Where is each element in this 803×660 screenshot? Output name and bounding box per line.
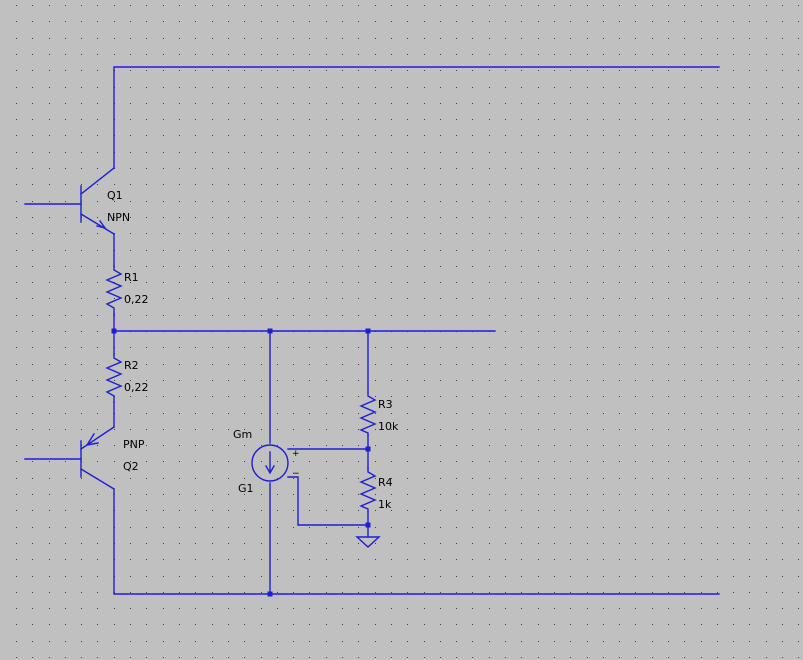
r3-zigzag	[359, 391, 377, 437]
g1-value-label: Gm	[233, 428, 252, 441]
junction-g1-top	[267, 328, 273, 334]
g1-plus-label: +	[292, 449, 300, 459]
junction-r3-top	[365, 328, 371, 334]
junction-g1-bottom	[267, 591, 273, 597]
r2-name-label: R2	[124, 359, 139, 372]
q2-model-label: PNP	[123, 438, 145, 451]
g1-arrow-head	[265, 465, 275, 475]
current-source-g1[interactable]: Gm G1 + −	[233, 428, 300, 495]
g1-body	[251, 444, 289, 482]
q1-name-label: Q1	[107, 189, 123, 202]
r1-value-label: 0,22	[124, 293, 149, 306]
r4-zigzag	[359, 467, 377, 513]
r4-value-label: 1k	[378, 498, 392, 511]
junction-r4-ground	[365, 522, 371, 528]
g1-name-label: G1	[238, 482, 254, 495]
transistor-q2[interactable]: PNP Q2	[80, 426, 145, 490]
wire-top-rail[interactable]	[113, 66, 720, 169]
q1-collector-lead	[80, 167, 115, 195]
junction-output-node	[111, 328, 117, 334]
resistor-r4[interactable]: R4 1k	[359, 467, 393, 513]
resistor-r2[interactable]: R2 0,22	[105, 353, 149, 403]
r3-name-label: R3	[378, 398, 393, 411]
wires	[24, 66, 720, 595]
resistor-r3[interactable]: R3 10k	[359, 391, 399, 437]
transistor-q1[interactable]: Q1 NPN	[80, 167, 130, 235]
wire-g1-minus-sense[interactable]	[287, 476, 369, 526]
junction-r3-r4	[365, 446, 371, 452]
r4-name-label: R4	[378, 476, 393, 489]
ground-triangle-icon	[355, 536, 381, 548]
r2-value-label: 0,22	[124, 381, 149, 394]
q2-emitter-arrow	[85, 433, 99, 446]
junctions	[111, 328, 371, 597]
resistor-r1[interactable]: R1 0,22	[105, 265, 149, 315]
r1-zigzag	[105, 265, 123, 315]
r1-name-label: R1	[124, 271, 139, 284]
q1-emitter-lead	[80, 213, 115, 235]
wire-bottom-rail[interactable]	[113, 488, 720, 595]
r3-value-label: 10k	[378, 420, 399, 433]
q2-collector-lead	[80, 468, 115, 490]
g1-minus-label: −	[292, 469, 300, 479]
r2-zigzag	[105, 353, 123, 403]
q1-emitter-arrow	[96, 220, 107, 230]
ground-symbol[interactable]	[355, 536, 381, 548]
q2-name-label: Q2	[123, 460, 139, 473]
q1-model-label: NPN	[107, 211, 130, 224]
